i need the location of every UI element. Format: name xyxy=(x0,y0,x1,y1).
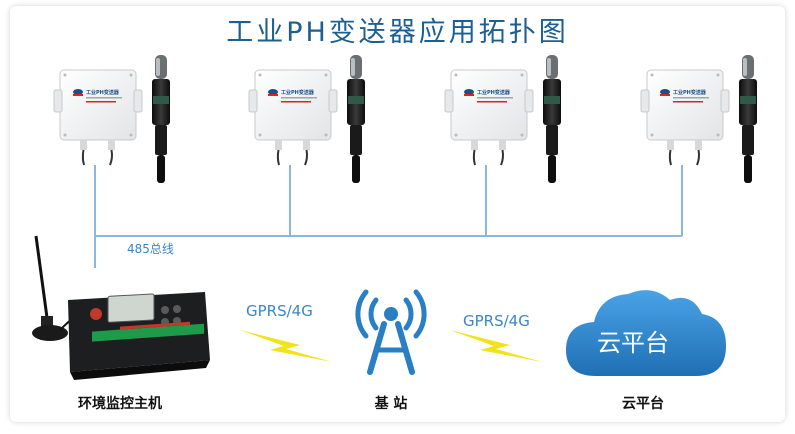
cloud-label: 云平台 xyxy=(622,396,664,412)
lightning-icon xyxy=(450,330,542,362)
bus-label: 485总线 xyxy=(127,242,174,256)
page-title: 工业PH变送器应用拓扑图 xyxy=(226,17,569,48)
link-label-host-to-station: GPRS/4G xyxy=(246,302,313,320)
transmitter-unit-2: 工业PH变送器 xyxy=(248,55,365,183)
cloud-text: 云平台 xyxy=(597,329,669,357)
ph-probe xyxy=(543,55,561,183)
ph-probe xyxy=(347,55,365,183)
transmitter-brand-label: 工业PH变送器 xyxy=(477,89,511,96)
lightning-icon xyxy=(240,330,332,362)
rs485-bus xyxy=(94,165,683,268)
ph-probe xyxy=(152,55,170,183)
transmitter-brand-label: 工业PH变送器 xyxy=(86,89,120,96)
link-label-station-to-cloud: GPRS/4G xyxy=(463,312,530,330)
transmitter-unit-3: 工业PH变送器 xyxy=(444,55,561,183)
transmitter-brand-label: 工业PH变送器 xyxy=(281,89,315,96)
transmitter-unit-1: 工业PH变送器 xyxy=(53,55,170,183)
cloud-icon xyxy=(566,290,726,376)
host-controller xyxy=(32,235,210,380)
host-label: 环境监控主机 xyxy=(78,396,162,412)
transmitter-unit-4: 工业PH变送器 xyxy=(640,55,757,183)
ph-probe xyxy=(739,55,757,183)
tower-icon xyxy=(355,289,427,375)
base-station-label: 基 站 xyxy=(374,396,408,412)
transmitter-brand-label: 工业PH变送器 xyxy=(673,89,707,96)
